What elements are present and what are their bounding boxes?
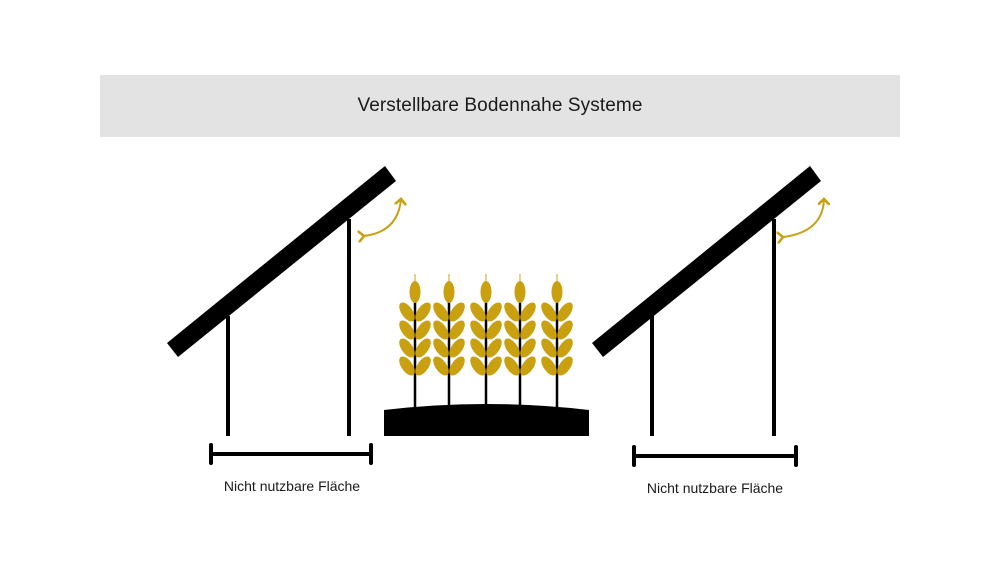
diagram-title: Verstellbare Bodennahe Systeme [357,95,643,116]
right-solar-system [592,166,824,467]
width-dimension-icon [632,445,798,467]
right-caption: Nicht nutzbare Fläche [646,480,784,496]
left-caption: Nicht nutzbare Fläche [223,478,361,494]
title-bar: Verstellbare Bodennahe Systeme [100,75,900,137]
adjust-tilt-arrow-icon [364,199,401,236]
left-short-post [226,316,230,436]
left-solar-system [167,166,401,465]
right-short-post [650,316,654,436]
adjust-tilt-arrow-icon [783,199,824,237]
left-tall-post [347,219,351,436]
width-dimension-icon [209,443,373,465]
solar-panel-icon [592,166,821,357]
wheat-field-icon [384,272,589,436]
right-tall-post [772,219,776,436]
soil-mound [384,404,589,436]
solar-panel-icon [167,166,396,357]
